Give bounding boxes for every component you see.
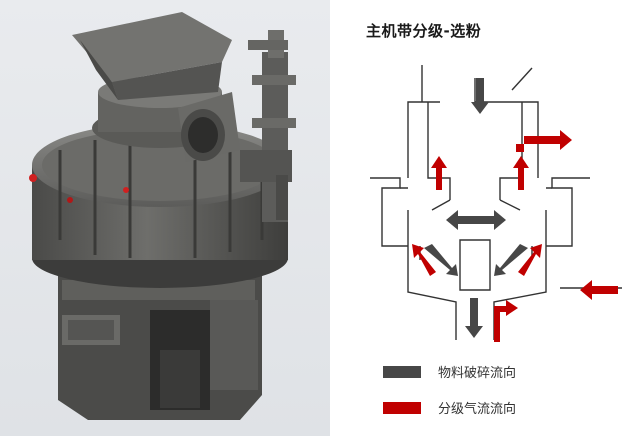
left-down-arrow <box>424 244 458 276</box>
classifier-column <box>240 30 296 222</box>
base-frame <box>58 275 262 420</box>
air-flow-arrows <box>412 130 618 342</box>
material-flow-arrows <box>424 78 528 338</box>
machine-outline <box>370 65 622 340</box>
horizontal-double-arrow <box>446 210 506 230</box>
bottom-up-arrow <box>486 300 518 342</box>
top-right-outlet-arrow <box>516 130 572 152</box>
machine-render <box>0 0 330 436</box>
legend-air: 分级气流流向 <box>383 398 516 417</box>
air-duct <box>178 92 240 162</box>
left-up-diagonal-arrow <box>412 244 436 276</box>
right-up-diagonal-arrow <box>518 244 542 276</box>
right-down-arrow <box>494 244 528 276</box>
legend-material-label: 物料破碎流向 <box>438 366 517 381</box>
feed-hopper <box>72 12 232 100</box>
bottom-down-arrow <box>465 298 483 338</box>
legend-air-label: 分级气流流向 <box>438 402 517 417</box>
right-up-arrow <box>513 156 529 190</box>
diagram-title: 主机带分级-选粉 <box>366 22 482 40</box>
material-swatch <box>383 365 421 378</box>
feed-down-arrow <box>471 78 489 114</box>
air-swatch <box>383 401 421 414</box>
right-intake-arrow <box>580 280 618 300</box>
flow-schematic <box>370 65 622 342</box>
legend-material: 物料破碎流向 <box>383 362 516 381</box>
left-up-arrow <box>431 156 447 190</box>
